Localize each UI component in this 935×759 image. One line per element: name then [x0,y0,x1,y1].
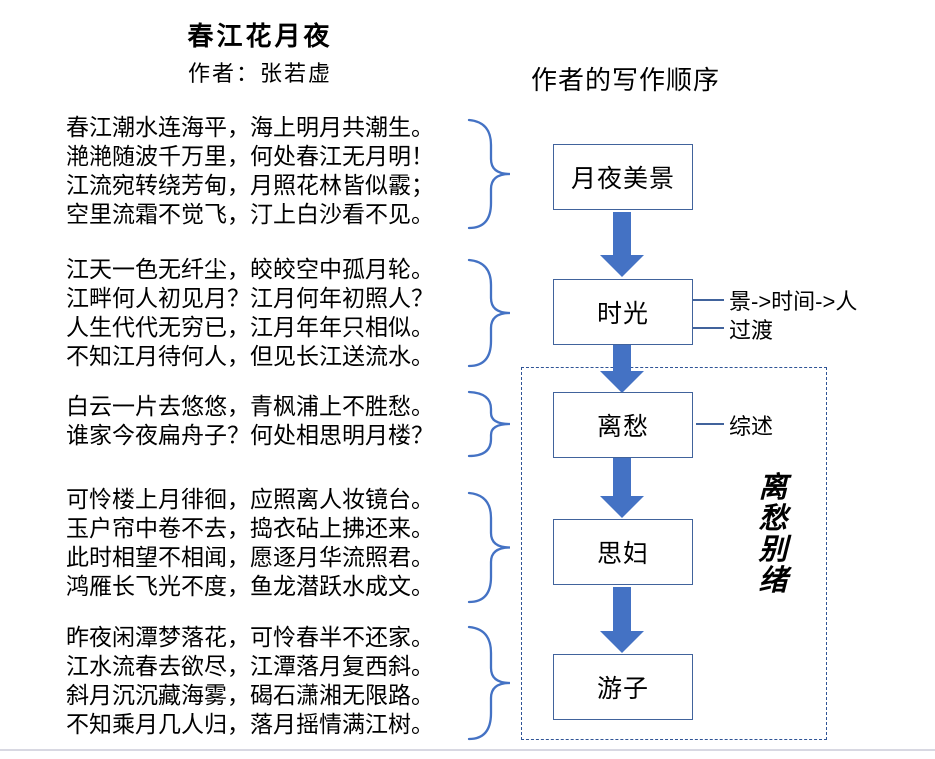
group-label-vertical: 离愁别绪 [758,472,788,597]
flowchart-heading: 作者的写作顺序 [531,65,721,95]
poem-line: 不知江月待何人，但见长江送流水。 [66,344,434,369]
flow-node-label: 思妇 [596,540,649,568]
flow-node-longing-wife: 思妇 [553,519,693,585]
flow-node-moon-scenery: 月夜美景 [553,144,693,210]
poem-line: 白云一片去悠悠，青枫浦上不胜愁。 [66,394,434,419]
poem-stanza-4: 可怜楼上月徘徊，应照离人妆镜台。 玉户帘中卷不去，捣衣砧上拂还来。 此时相望不相… [66,485,476,601]
poem-line: 可怜楼上月徘徊，应照离人妆镜台。 [66,487,434,512]
poem-stanza-1: 春江潮水连海平，海上明月共潮生。 滟滟随波千万里，何处春江无月明！ 江流宛转绕芳… [66,113,476,229]
flow-node-wanderer: 游子 [553,654,693,720]
poem-line: 江流宛转绕芳甸，月照花林皆似霰； [66,173,434,198]
poem-line: 昨夜闲潭梦落花，可怜春半不还家。 [66,625,434,650]
poem-line: 此时相望不相闻，愿逐月华流照君。 [66,545,434,570]
poem-line: 滟滟随波千万里，何处春江无月明！ [66,144,434,169]
note-connector-line-2 [693,327,724,329]
poem-author: 作者：张若虚 [187,61,332,86]
poem-line: 江水流春去欲尽，江潭落月复西斜。 [66,654,434,679]
group-dashed-box [521,367,827,740]
flow-arrow-down-icon-3 [600,458,644,518]
poem-line: 谁家今夜扁舟子？何处相思明月楼？ [66,423,434,448]
note-transition: 过渡 [729,318,774,343]
poem-line: 空里流霜不觉飞，汀上白沙看不见。 [66,202,434,227]
note-scene-time-person: 景->时间->人 [729,289,858,314]
poem-stanza-5: 昨夜闲潭梦落花，可怜春半不还家。 江水流春去欲尽，江潭落月复西斜。 斜月沉沉藏海… [66,623,476,739]
poem-line: 人生代代无穷已，江月年年只相似。 [66,315,434,340]
stanza-brace-icon-1 [467,118,511,230]
poem-title: 春江花月夜 [187,22,333,51]
flow-node-label: 月夜美景 [570,165,675,193]
stanza-brace-icon-5 [467,625,511,741]
stanza-brace-icon-3 [467,390,511,458]
flow-arrow-down-icon-4 [600,587,644,653]
poem-line: 不知乘月几人归，落月摇情满江树。 [66,712,434,737]
poem-line: 江天一色无纤尘，皎皎空中孤月轮。 [66,257,434,282]
poem-line: 玉户帘中卷不去，捣衣砧上拂还来。 [66,516,434,541]
flow-node-label: 游子 [596,675,649,703]
poem-stanza-3: 白云一片去悠悠，青枫浦上不胜愁。 谁家今夜扁舟子？何处相思明月楼？ [66,392,476,450]
poem-line: 斜月沉沉藏海雾，碣石潇湘无限路。 [66,683,434,708]
poem-stanza-2: 江天一色无纤尘，皎皎空中孤月轮。 江畔何人初见月？江月何年初照人？ 人生代代无穷… [66,255,476,371]
poem-line: 鸿雁长飞光不度，鱼龙潜跃水成文。 [66,574,434,599]
flow-arrow-down-icon-1 [600,212,644,277]
flow-node-label: 时光 [596,300,649,328]
flow-node-label: 离愁 [596,413,649,441]
flow-node-parting-sorrow: 离愁 [553,392,693,458]
note-connector-line-1 [693,299,724,301]
poem-line: 江畔何人初见月？江月何年初照人？ [66,286,434,311]
bottom-divider [0,749,935,751]
stanza-brace-icon-2 [467,258,511,368]
flow-node-time: 时光 [553,279,693,345]
note-connector-line-3 [696,423,724,425]
poem-line: 春江潮水连海平，海上明月共潮生。 [66,115,434,140]
stanza-brace-icon-4 [467,491,511,604]
note-summary: 综述 [729,414,774,439]
flow-arrow-down-icon-2 [600,345,644,393]
